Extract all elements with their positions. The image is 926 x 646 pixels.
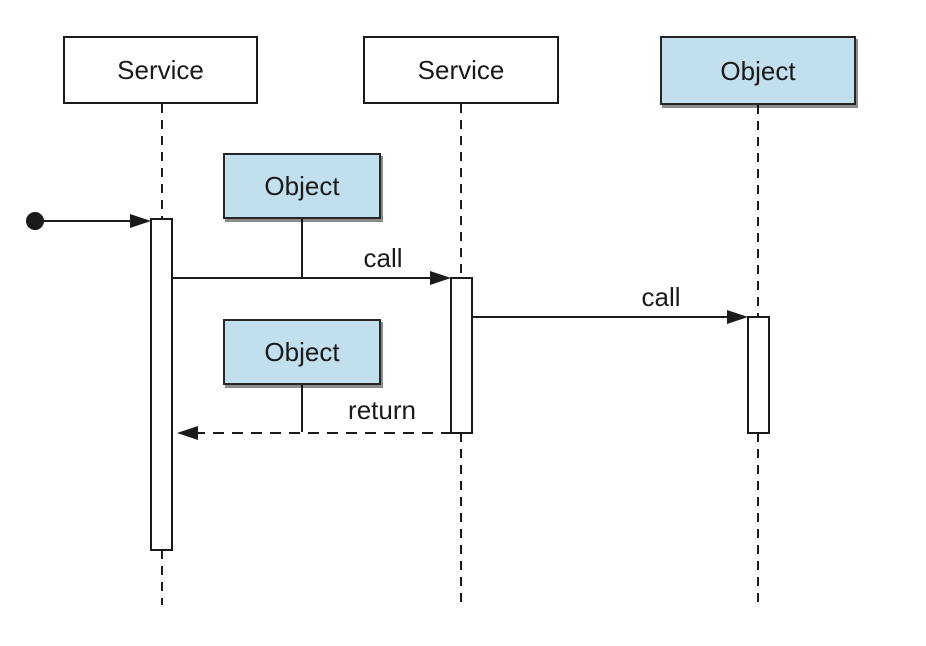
inline-object-box-1: Object (223, 153, 381, 219)
participant-box-object-3: Object (660, 36, 856, 105)
call-2-label: call (641, 282, 681, 312)
inline-object-label-1: Object (264, 171, 340, 201)
inline-object-label-2: Object (264, 337, 340, 367)
participant-label-object-3: Object (720, 55, 796, 86)
return-arrowhead (177, 426, 198, 440)
participant-label-service-2: Service (417, 55, 505, 85)
found-message-circle (26, 212, 44, 230)
activation-bar-service-1 (150, 218, 173, 551)
participant-box-service-2: Service (363, 36, 559, 104)
return-label: return (348, 395, 416, 425)
participant-label-service-1: Service (117, 55, 204, 85)
call-1-label: call (363, 243, 403, 273)
participant-box-service-1: Service (63, 36, 258, 104)
activation-bar-object-3 (747, 316, 770, 434)
found-message-arrowhead (130, 214, 151, 228)
call-2-arrowhead (727, 310, 748, 324)
activation-bar-service-2 (450, 277, 473, 434)
inline-object-box-2: Object (223, 319, 381, 385)
call-1-arrowhead (430, 271, 451, 285)
